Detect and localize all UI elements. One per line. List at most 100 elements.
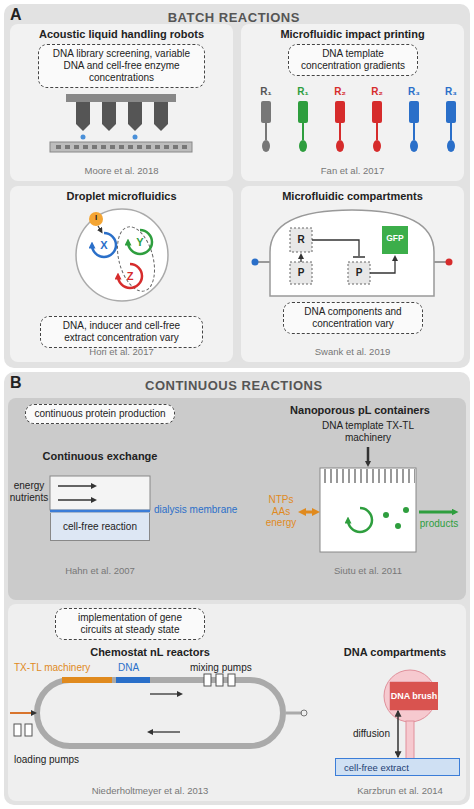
- label: Siutu et al. 2011: [288, 566, 448, 577]
- liquid-handler: [128, 124, 142, 131]
- label: energy nutrients: [6, 480, 52, 503]
- label: P: [290, 267, 312, 279]
- connector: [397, 711, 399, 757]
- panel: ABATCH REACTIONSAcoustic liquid handling…: [4, 4, 470, 368]
- compartment-chip: [252, 210, 453, 296]
- print-pins: [447, 140, 455, 152]
- nanoporous-container: [348, 508, 372, 532]
- liquid-handler: [128, 102, 142, 124]
- node-text: DNA library screening, variable DNA and …: [45, 48, 198, 84]
- print-pins: [376, 123, 378, 140]
- print-pins: [446, 101, 456, 123]
- label: R₁: [291, 86, 315, 98]
- method-card: Acoustic liquid handling robotsMoore et …: [10, 24, 233, 181]
- print-pins: [299, 140, 307, 152]
- compartment-chip: [446, 259, 453, 266]
- chemostat-ring: [216, 674, 223, 686]
- droplet: [89, 212, 103, 226]
- node-text: A: [10, 6, 22, 24]
- label: X: [98, 239, 110, 252]
- note-box: continuous protein production: [25, 404, 175, 424]
- chemostat-ring: [62, 677, 112, 683]
- nanoporous-container: [395, 523, 401, 529]
- chemostat-ring: [25, 724, 32, 736]
- edge-label: diffusion: [351, 728, 392, 740]
- label: TX-TL machinery: [14, 662, 106, 674]
- citation: Fan et al. 2017: [321, 165, 384, 176]
- node-text: continuous protein production: [32, 408, 168, 420]
- print-pins: [335, 101, 345, 123]
- droplet: [76, 209, 168, 301]
- label: R₁: [254, 86, 278, 98]
- note-box: DNA components and concentration vary: [283, 302, 423, 334]
- label: NTPs AAs energy: [262, 494, 300, 529]
- dialysis-device: [50, 510, 150, 513]
- node-text: cell-free extract: [344, 762, 409, 773]
- compartment-chip: [348, 262, 370, 284]
- chemostat-ring: [10, 674, 307, 746]
- liquid-handler: [66, 94, 176, 102]
- label: Karzbrun et al. 2014: [330, 786, 470, 797]
- droplet: [92, 233, 116, 257]
- nanoporous-container: [419, 511, 455, 514]
- droplet: [76, 209, 168, 301]
- panel-ground: [4, 372, 470, 805]
- node-text: Microfluidic compartments: [282, 190, 423, 202]
- dialysis-device: [50, 476, 150, 511]
- label: P: [348, 267, 370, 279]
- channel-box: cell-free extract: [335, 758, 460, 776]
- nanoporous-container: [302, 511, 316, 514]
- print-pins: [262, 140, 270, 152]
- liquid-handler: [50, 142, 192, 152]
- node-text: Microfluidic impact printing: [280, 28, 424, 40]
- dialysis-device: [58, 499, 94, 500]
- label: Hahn et al. 2007: [20, 566, 180, 577]
- liquid-handler: [154, 102, 168, 124]
- citation: Hori et al. 2017: [89, 346, 153, 357]
- dna-brush-box: DNA brush: [390, 682, 438, 710]
- print-pins: [261, 101, 271, 123]
- label: R: [290, 234, 312, 246]
- label: Niederholtmeyer et al. 2013: [40, 786, 260, 797]
- label: GFP: [382, 234, 408, 244]
- label: Continuous exchange: [20, 450, 180, 463]
- note-box: implementation of gene circuits at stead…: [55, 608, 205, 640]
- print-pins: [302, 123, 304, 140]
- reaction-box: cell-free reaction: [50, 513, 150, 541]
- node-text: DNA components and concentration vary: [290, 306, 416, 330]
- note-box: DNA, inducer and cell-free extract conce…: [40, 316, 203, 348]
- liquid-handler: [52, 144, 190, 150]
- chemostat-ring: [37, 680, 283, 746]
- node-text: DNA template concentration gradients: [295, 48, 411, 72]
- print-pins: [298, 101, 308, 123]
- compartment-chip: [300, 256, 301, 262]
- panel-ground: [241, 186, 464, 362]
- panel-ground: [4, 4, 470, 805]
- compartment-chip: [312, 240, 359, 256]
- label: R₃: [402, 86, 426, 98]
- panel-ground: [10, 186, 233, 362]
- compartment-chip: [252, 259, 259, 266]
- node-text: DNA brush: [391, 691, 438, 701]
- nanoporous-container: [320, 468, 416, 552]
- nanoporous-container: [403, 507, 409, 513]
- node-text: cell-free reaction: [63, 521, 137, 532]
- method-card: Droplet microfluidicsHori et al. 2017DNA…: [10, 186, 233, 362]
- print-pins: [336, 140, 344, 152]
- liquid-handler: [76, 124, 90, 131]
- print-pins: [450, 123, 452, 140]
- panel-ground: [4, 4, 470, 368]
- chemostat-ring: [228, 674, 235, 686]
- nanoporous-container: [321, 469, 415, 483]
- liquid-handler: [133, 135, 138, 140]
- panel-ground: [10, 24, 233, 181]
- chemostat-ring: [204, 674, 211, 686]
- droplet: [111, 223, 161, 296]
- compartment-chip: [270, 210, 434, 296]
- label: R₂: [328, 86, 352, 98]
- citation: Swank et al. 2019: [315, 346, 391, 357]
- compartment-chip: [290, 228, 312, 252]
- chemostat-ring: [150, 693, 180, 694]
- label: dialysis membrane: [154, 504, 252, 516]
